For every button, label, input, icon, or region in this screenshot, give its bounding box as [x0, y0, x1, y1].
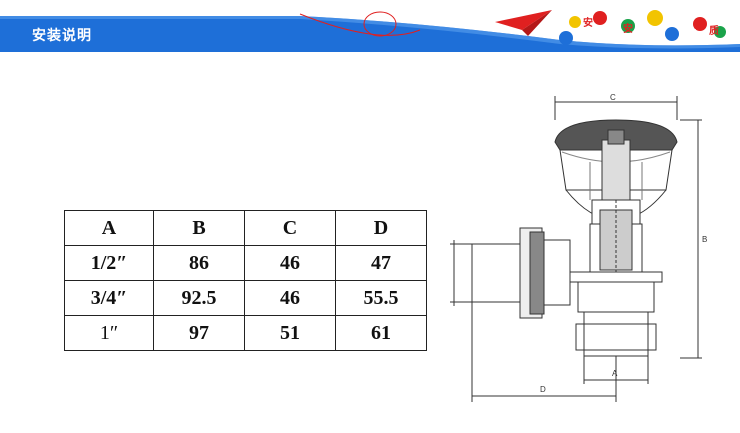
slogan-char: 质 — [709, 26, 719, 37]
table-cell: 46 — [244, 245, 336, 281]
dimension-label-c: C — [610, 93, 616, 102]
table-cell: 97 — [153, 315, 245, 351]
table-row: 1/2″ 86 46 47 — [64, 245, 427, 281]
dimension-label-d: D — [540, 385, 546, 394]
slogan-char: 安 — [583, 18, 593, 29]
table-cell: 46 — [244, 280, 336, 316]
slogan-char: 易 — [609, 12, 619, 23]
table-header-row: A B C D — [64, 210, 427, 246]
header-title: 安装说明 — [32, 28, 92, 44]
slogan-char: 安 — [623, 24, 633, 35]
slogan-char: 品 — [688, 30, 698, 41]
slogan-char: 上 — [646, 28, 656, 39]
table-cell: 51 — [244, 315, 336, 351]
table-cell: 55.5 — [335, 280, 427, 316]
table-cell: 1/2″ — [64, 245, 154, 281]
header-background — [0, 0, 740, 52]
table-row: 3/4″ 92.5 46 55.5 — [64, 280, 427, 316]
table-cell: 3/4″ — [64, 280, 154, 316]
column-header-d: D — [335, 210, 427, 246]
slogan-char: 好 — [668, 18, 678, 29]
table-cell: 61 — [335, 315, 427, 351]
header-banner: 安装说明 安 易 安 上 好 品 质 — [0, 0, 740, 52]
column-header-b: B — [153, 210, 245, 246]
table-cell: 1″ — [64, 315, 154, 351]
table-cell: 86 — [153, 245, 245, 281]
table-cell: 47 — [335, 245, 427, 281]
column-header-c: C — [244, 210, 336, 246]
dimension-label-b: B — [702, 235, 707, 244]
valve-diagram: C B A D — [450, 93, 707, 402]
dimension-label-a: A — [612, 369, 618, 378]
column-header-a: A — [64, 210, 154, 246]
table-row: 1″ 97 51 61 — [64, 315, 427, 351]
spec-table: A B C D 1/2″ 86 46 47 3/4″ 92.5 46 55.5 … — [64, 210, 427, 351]
table-cell: 92.5 — [153, 280, 245, 316]
